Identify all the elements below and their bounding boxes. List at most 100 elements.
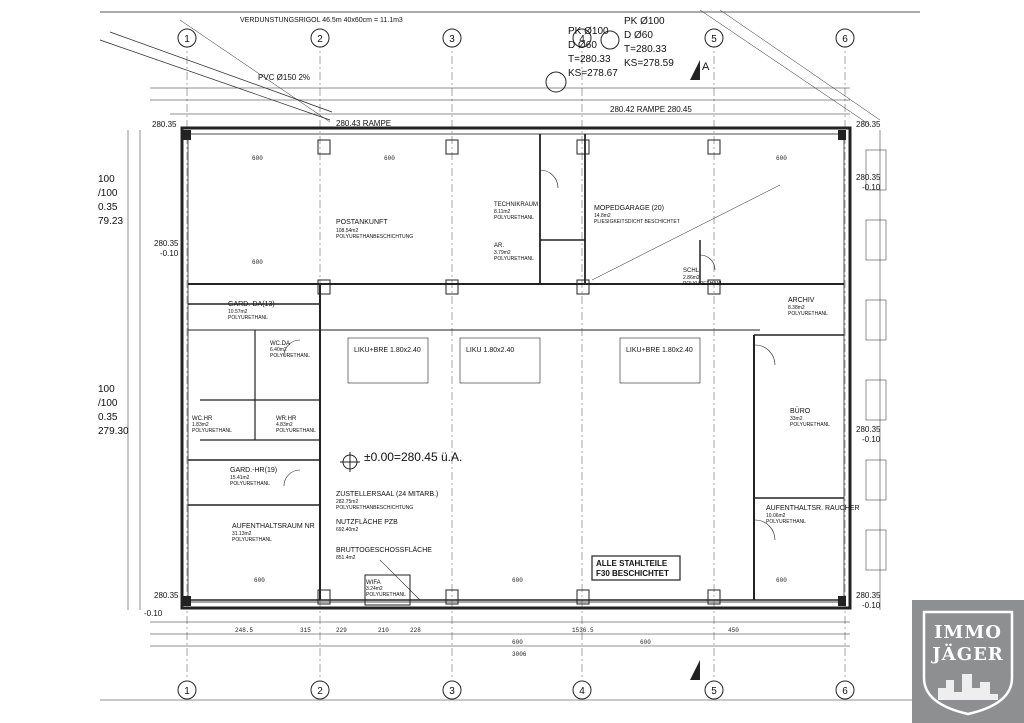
svg-text:280.35: 280.35	[154, 239, 179, 248]
room-gard-da: GARD.-DA(13) 10.57m2 POLYURETHANL	[228, 301, 275, 321]
logo-line1: IMMO	[934, 622, 1002, 643]
rampe-left: 280.43 RAMPE	[336, 119, 391, 128]
axis-label: 6	[842, 686, 848, 697]
nutzflaeche-label: NUTZFLÄCHE PZB	[336, 518, 398, 526]
svg-text:315: 315	[300, 627, 311, 634]
svg-text:POLYURETHANL: POLYURETHANL	[683, 281, 723, 287]
manhole-left-line: PK Ø100	[568, 26, 609, 37]
room-archiv: ARCHIV 8.38m2 POLYURETHANL	[788, 297, 828, 317]
svg-text:279.30: 279.30	[98, 426, 129, 437]
svg-text:POLYURETHANL: POLYURETHANL	[366, 592, 406, 598]
svg-text:POLYURETHANL: POLYURETHANL	[232, 537, 272, 543]
svg-text:POLYURETHANL: POLYURETHANL	[276, 428, 316, 434]
svg-text:POLYURETHANL: POLYURETHANL	[788, 311, 828, 317]
svg-text:108.54m2: 108.54m2	[336, 228, 358, 234]
svg-text:-0.10: -0.10	[144, 609, 163, 618]
svg-text:AR.: AR.	[494, 243, 504, 249]
svg-text:WIFA: WIFA	[366, 580, 381, 586]
header-notes: VERDUNSTUNGSRIGOL 46.5m 40x60cm = 11.1m3…	[152, 16, 881, 129]
axis-label: 4	[579, 34, 585, 45]
skylight-label: LIKU 1.80x2.40	[466, 347, 514, 354]
level-right-top: 280.35	[856, 120, 881, 129]
svg-text:WC.DA: WC.DA	[270, 341, 290, 347]
svg-text:79.23: 79.23	[98, 216, 123, 227]
brutto-value: 851.4m2	[336, 555, 356, 561]
svg-text:POLYURETHANL: POLYURETHANL	[494, 256, 534, 262]
svg-text:228: 228	[410, 627, 421, 634]
svg-text:POLYURETHANL: POLYURETHANL	[228, 315, 268, 321]
svg-text:1.83m2: 1.83m2	[192, 422, 209, 428]
svg-text:600: 600	[776, 577, 787, 584]
svg-text:10.06m2: 10.06m2	[766, 513, 786, 519]
svg-text:4.83m2: 4.83m2	[276, 422, 293, 428]
side-levels-left: 100 /100 0.35 79.23 100 /100 0.35 279.30	[98, 174, 129, 437]
svg-text:31.13m2: 31.13m2	[232, 531, 252, 537]
svg-text:BÜRO: BÜRO	[790, 407, 811, 415]
axis-label: 3	[449, 686, 455, 697]
skylight-label: LIKU+BRE 1.80x2.40	[626, 347, 693, 354]
axis-label: 3	[449, 34, 455, 45]
svg-text:100: 100	[98, 174, 115, 185]
brutto-label: BRUTTOGESCHOSSFLÄCHE	[336, 546, 432, 554]
svg-text:POLYURETHANL: POLYURETHANL	[270, 353, 310, 359]
svg-text:15.41m2: 15.41m2	[230, 475, 250, 481]
axis-labels-bottom: 1 2 3 4 5 6	[177, 680, 855, 700]
room-ar: AR. 3.79m2 POLYURETHANL	[494, 243, 534, 262]
axis-label: 1	[184, 34, 190, 45]
side-levels-right: 280.35 -0.10 280.35 -0.10 280.35 -0.10	[856, 173, 881, 610]
svg-text:6.40m2: 6.40m2	[270, 347, 287, 353]
svg-text:3006: 3006	[512, 651, 527, 658]
svg-text:/100: /100	[98, 398, 118, 409]
svg-text:POLYURETHANL: POLYURETHANL	[230, 481, 270, 487]
svg-text:280.35: 280.35	[856, 425, 881, 434]
axis-label: 5	[711, 34, 717, 45]
svg-text:280.35: 280.35	[856, 173, 881, 182]
svg-text:600: 600	[384, 155, 395, 162]
svg-text:/100: /100	[98, 188, 118, 199]
svg-text:GARD.-DA(13): GARD.-DA(13)	[228, 301, 275, 308]
svg-text:14.8m2: 14.8m2	[594, 213, 611, 219]
manhole-left-line: T=280.33	[568, 54, 611, 65]
svg-text:33m2: 33m2	[790, 416, 803, 422]
room-wr-hr: WR.HR 4.83m2 POLYURETHANL	[276, 416, 316, 434]
svg-text:210: 210	[378, 627, 389, 634]
svg-text:POLYURETHANL: POLYURETHANL	[494, 215, 534, 221]
svg-text:-0.10: -0.10	[862, 435, 881, 444]
corner-levels: 280.35 -0.10 280.35 -0.10	[144, 239, 179, 618]
room-wc-da: WC.DA 6.40m2 POLYURETHANL	[270, 341, 310, 359]
svg-text:450: 450	[728, 627, 739, 634]
svg-text:100: 100	[98, 384, 115, 395]
drain-note: VERDUNSTUNGSRIGOL 46.5m 40x60cm = 11.1m3	[240, 17, 403, 24]
room-labels: POSTANKUNFT 108.54m2 POLYURETHANBESCHICH…	[192, 202, 860, 598]
svg-text:POLYURETHANL: POLYURETHANL	[766, 519, 806, 525]
manhole-left-line: D Ø60	[568, 40, 597, 51]
svg-text:600: 600	[254, 577, 265, 584]
svg-text:600: 600	[776, 155, 787, 162]
svg-text:600: 600	[512, 639, 523, 646]
svg-text:SCHL.: SCHL.	[683, 268, 701, 274]
inner-dimensions: 600 600 600 600 600 600 600	[252, 155, 787, 584]
svg-text:POSTANKUNFT: POSTANKUNFT	[336, 219, 388, 226]
svg-text:GARD.-HR(19): GARD.-HR(19)	[230, 467, 277, 474]
axis-label: 4	[579, 686, 585, 697]
svg-text:229: 229	[336, 627, 347, 634]
svg-text:AUFENTHALTSR. RAUCHER: AUFENTHALTSR. RAUCHER	[766, 505, 860, 512]
skylight-label: LIKU+BRE 1.80x2.40	[354, 347, 421, 354]
svg-text:8.11m2: 8.11m2	[494, 209, 511, 215]
axis-label: 5	[711, 686, 717, 697]
manhole-right-line: D Ø60	[624, 30, 653, 41]
room-gard-hr: GARD.-HR(19) 15.41m2 POLYURETHANL	[230, 467, 277, 487]
svg-text:-0.10: -0.10	[862, 601, 881, 610]
manhole-right-line: KS=278.59	[624, 58, 674, 69]
axis-label: 6	[842, 34, 848, 45]
svg-text:ZUSTELLERSAAL (24 MITARB.): ZUSTELLERSAAL (24 MITARB.)	[336, 491, 438, 498]
skylight-labels: LIKU+BRE 1.80x2.40 LIKU 1.80x2.40 LIKU+B…	[354, 347, 693, 354]
svg-text:PLIESIGKEITSDICHT BESCHICHTET: PLIESIGKEITSDICHT BESCHICHTET	[594, 219, 680, 225]
room-wc-hr: WC.HR 1.83m2 POLYURETHANL	[192, 416, 232, 434]
svg-text:POLYURETHANL: POLYURETHANL	[790, 422, 830, 428]
axis-labels-top: 1 2 3 4 5 6	[177, 28, 855, 48]
svg-text:ARCHIV: ARCHIV	[788, 297, 815, 304]
room-wifa: WIFA 3.24m2 POLYURETHANL	[366, 580, 406, 598]
svg-text:0.35: 0.35	[98, 202, 118, 213]
